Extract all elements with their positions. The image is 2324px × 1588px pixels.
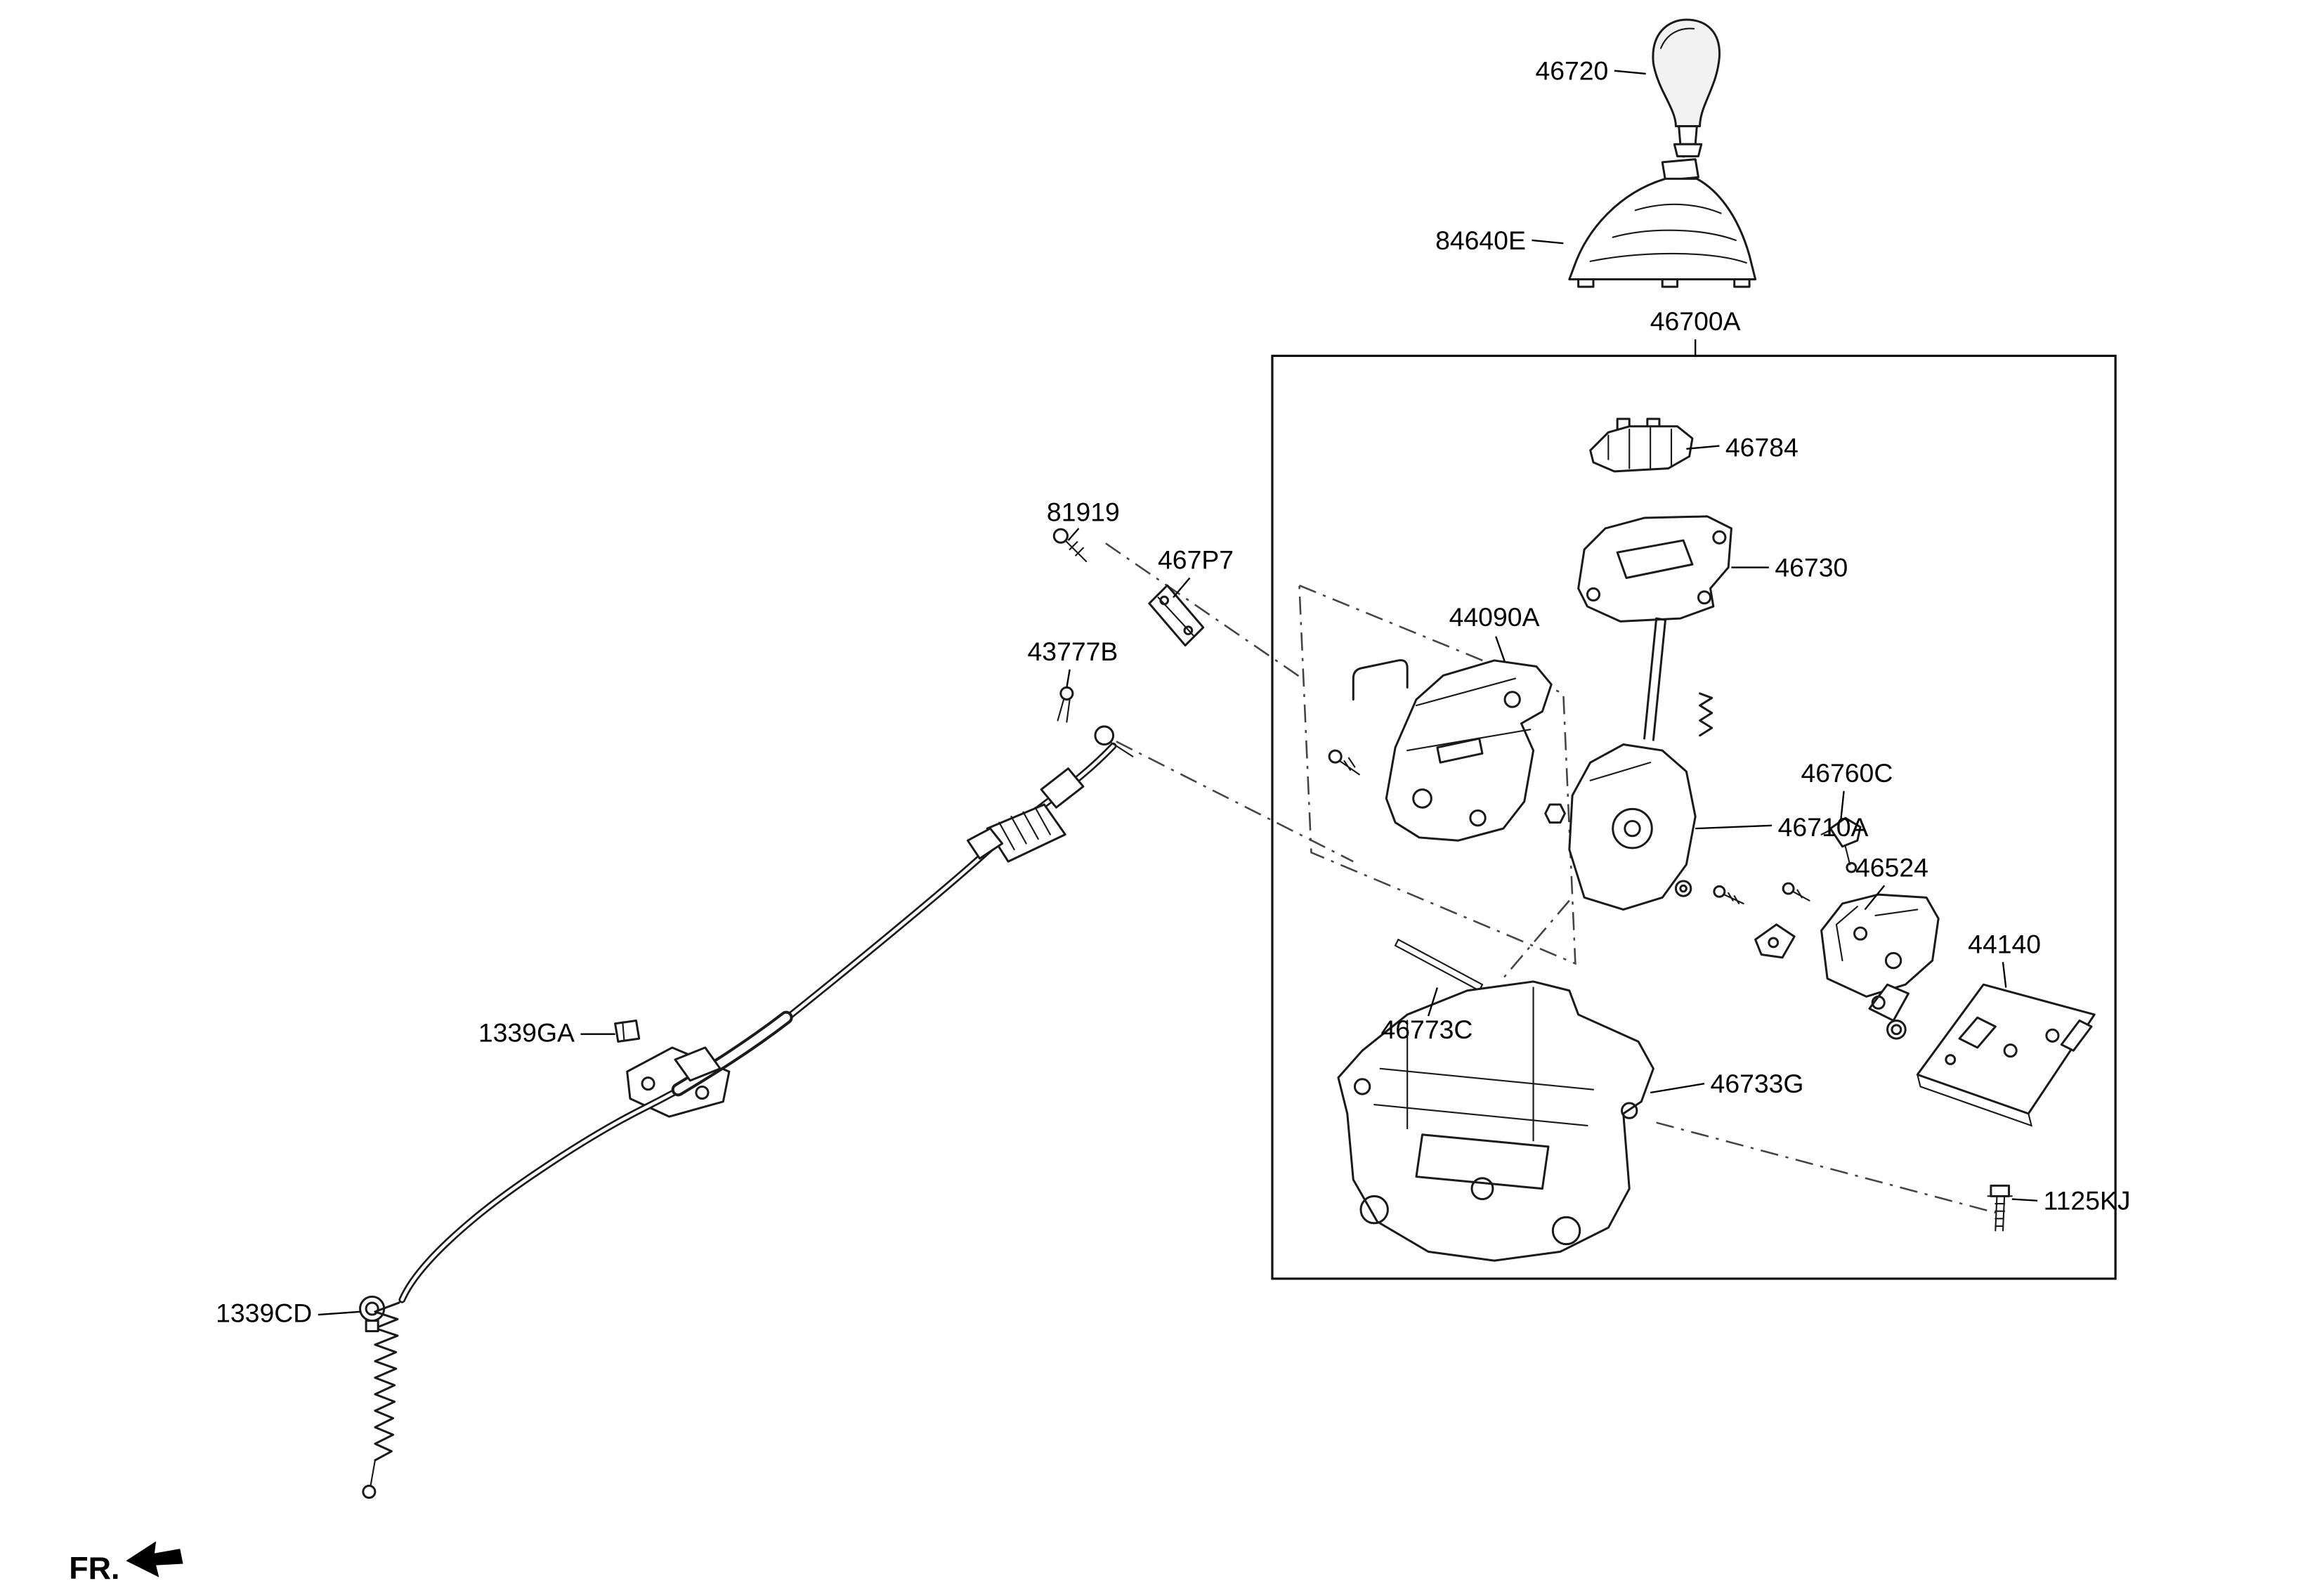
bracket-46524 (1820, 893, 1940, 998)
upper-housing-46730 (1577, 515, 1732, 623)
cotter-pin-43777B (1057, 686, 1074, 723)
part-label-84640E: 84640E (1435, 226, 1526, 255)
part-label-46730: 46730 (1775, 552, 1848, 582)
shift-cable-assembly (362, 725, 1134, 1499)
part-label-46720: 46720 (1535, 56, 1608, 85)
part-label-81919: 81919 (1047, 497, 1120, 526)
screw-81919 (1052, 528, 1088, 563)
part-label-1125KJ: 1125KJ (2044, 1186, 2131, 1216)
base-bracket-46733G (1337, 980, 1654, 1262)
cable-clip-1339GA (614, 1019, 641, 1043)
fr-direction-marker: FR. (69, 1541, 183, 1586)
rod-46773C (1395, 939, 1484, 991)
shifter-assembly-box (1271, 354, 2117, 1280)
control-board-44140 (1868, 983, 2096, 1127)
part-label-46700A: 46700A (1650, 306, 1741, 336)
fr-direction-arrow-icon (126, 1541, 183, 1577)
part-label-467P7: 467P7 (1158, 545, 1234, 575)
grommet-1339CD (359, 1295, 386, 1333)
small-hardware (1674, 880, 1810, 959)
assembly-guide-lines (1105, 129, 1996, 1214)
part-label-44140: 44140 (1968, 929, 2041, 958)
part-label-46773C: 46773C (1380, 1015, 1473, 1044)
shift-knob (1652, 18, 1721, 157)
mounting-bracket-46784 (1589, 417, 1694, 473)
part-label-44090A: 44090A (1449, 602, 1540, 632)
leader-lines (318, 70, 2038, 1316)
part-label-1339GA: 1339GA (478, 1017, 575, 1047)
part-label-46784: 46784 (1725, 432, 1799, 462)
clip-bracket-467P7 (1148, 584, 1205, 647)
part-label-46760C: 46760C (1801, 758, 1893, 788)
part-label-46710A: 46710A (1778, 812, 1869, 842)
part-label-46524: 46524 (1855, 852, 1928, 882)
side-plate-44090A (1328, 659, 1553, 842)
part-label-43777B: 43777B (1028, 637, 1118, 666)
shift-boot (1568, 158, 1757, 288)
shift-lever-46710A (1544, 617, 1713, 911)
part-label-1339CD: 1339CD (216, 1299, 312, 1328)
sensor-46760C (1820, 816, 1862, 873)
part-label-46733G: 46733G (1711, 1069, 1804, 1098)
fr-label: FR. (69, 1550, 119, 1586)
bolt-1125KJ (1987, 1184, 2013, 1232)
part-labels: 46720 84640E 46700A 46784 46730 44090A 8… (216, 56, 2130, 1327)
